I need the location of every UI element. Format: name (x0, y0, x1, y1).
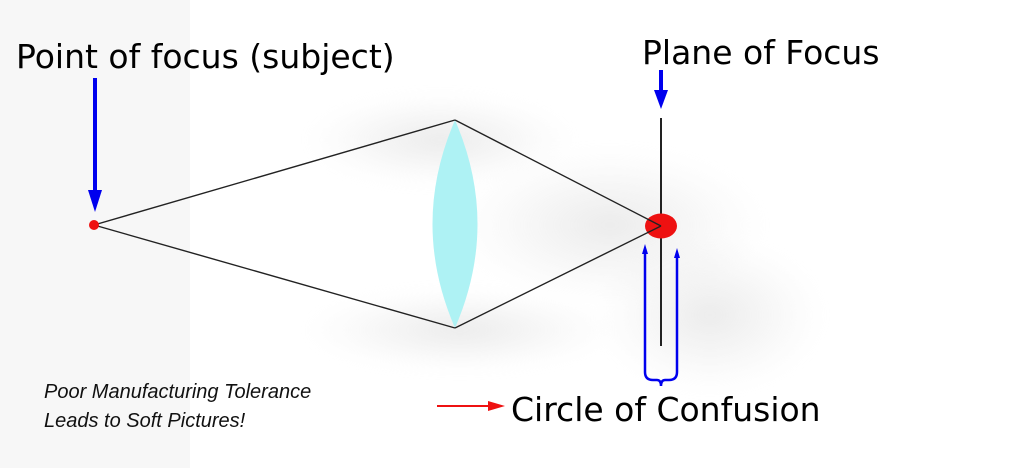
manufacturing-note: Poor Manufacturing Tolerance Leads to So… (44, 378, 311, 436)
note-arrow-icon (437, 401, 505, 411)
plane-arrow-icon (654, 70, 668, 109)
ray-shadow-right (460, 150, 760, 300)
ray-lower-incoming (93, 224, 456, 329)
ray-upper-outgoing (454, 119, 662, 227)
ray-upper-incoming (93, 119, 456, 226)
note-line-1: Poor Manufacturing Tolerance (44, 381, 312, 403)
subject-label: Point of focus (subject) (16, 37, 395, 76)
ray-lower-outgoing (454, 225, 662, 329)
subject-point (89, 220, 99, 230)
plane-shadow (600, 240, 820, 390)
circle-of-confusion-brace-icon (642, 244, 680, 387)
subject-arrow-icon (88, 78, 102, 212)
note-line-2: Leads to Soft Pictures! (44, 410, 246, 432)
circle-of-confusion-label: Circle of Confusion (511, 390, 821, 429)
lens (432, 120, 478, 328)
plane-of-focus-label: Plane of Focus (642, 33, 880, 72)
